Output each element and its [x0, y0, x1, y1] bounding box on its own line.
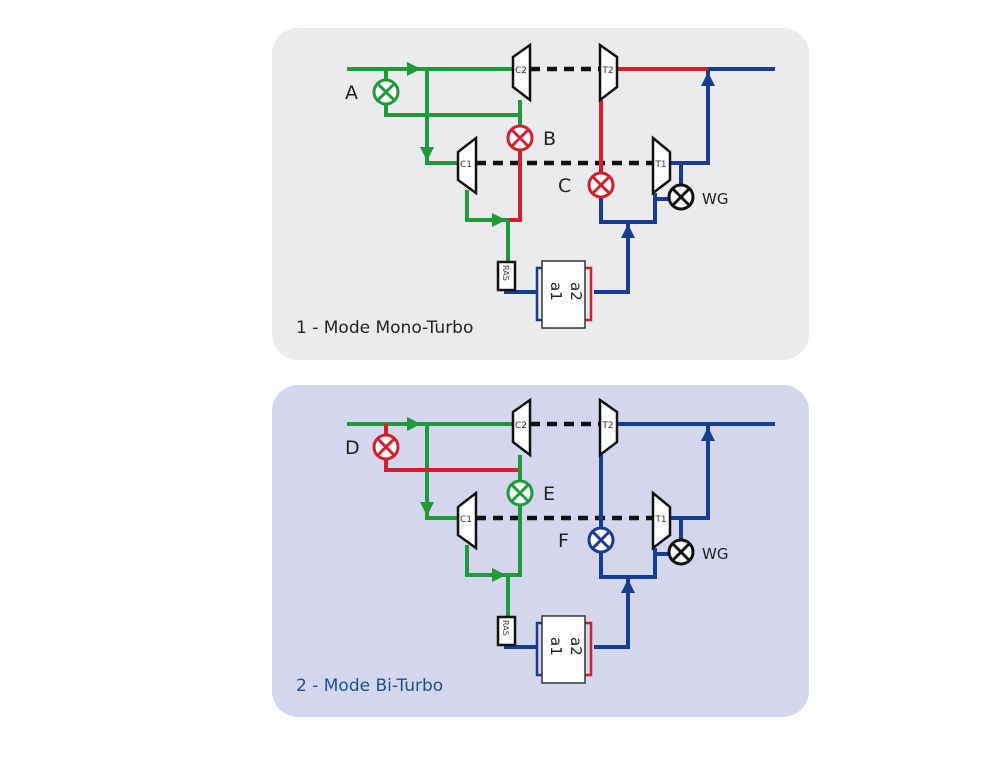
- valve-e-label: E: [543, 483, 555, 505]
- valve-d-cross: [376, 437, 396, 457]
- turbine-t2: [598, 42, 619, 103]
- compressor-c1-label: C1: [460, 160, 472, 170]
- flow-arrow-icon: [701, 72, 715, 86]
- panel-title-bi-turbo: 2 - Mode Bi-Turbo: [296, 676, 444, 696]
- turbine-t2: [598, 397, 619, 458]
- heat-exchanger: [541, 615, 586, 684]
- exchanger-outlet-line: [594, 579, 630, 649]
- valve-wastegate-cross: [671, 542, 691, 562]
- compressor-c2: [511, 397, 532, 458]
- turbine-t2-label: T2: [601, 421, 613, 431]
- ras-box: [496, 615, 517, 647]
- valve-c-label: C: [558, 175, 571, 197]
- compressor-c2-label: C2: [515, 421, 527, 431]
- turbine-t2-label: T2: [601, 66, 613, 76]
- turbine-feed-line: [599, 193, 657, 224]
- bypass-line: [384, 104, 520, 117]
- exchanger-label-a2: a2: [567, 282, 585, 301]
- valve-a-cross: [376, 82, 396, 102]
- mid-valve-outlet-line: [508, 150, 522, 222]
- flow-arrow-icon: [492, 213, 506, 227]
- valve-wastegate-label: WG: [702, 545, 728, 563]
- panel-title-mono-turbo: 1 - Mode Mono-Turbo: [296, 318, 474, 338]
- valve-f-label: F: [558, 530, 569, 552]
- exchanger-red-bracket: [585, 266, 593, 322]
- panel-bi-turbo: [272, 385, 809, 717]
- flow-arrow-icon: [492, 568, 506, 582]
- exchanger-outlet-line: [594, 224, 630, 294]
- exchanger-red-bracket: [585, 621, 593, 677]
- flow-arrow-icon: [407, 62, 421, 76]
- turbine-t1: [651, 135, 672, 196]
- c1-outlet-line: [465, 190, 508, 222]
- flow-arrow-icon: [621, 579, 635, 593]
- turbine-t1: [651, 490, 672, 551]
- valve-wastegate-label: WG: [702, 190, 728, 208]
- flow-arrow-icon: [420, 502, 434, 516]
- valve-f-cross: [591, 530, 611, 550]
- ras-label: RAS: [501, 620, 510, 636]
- bypass-line: [384, 459, 520, 472]
- compressor-c1-label: C1: [460, 515, 472, 525]
- flow-arrow-icon: [701, 427, 715, 441]
- exchanger-label-a1: a1: [547, 637, 565, 656]
- compressor-c1: [456, 490, 478, 551]
- mid-valve-outlet-line: [508, 505, 522, 577]
- valve-c-cross: [591, 175, 611, 195]
- compressor-c2: [511, 42, 532, 103]
- compressor-c1: [456, 135, 478, 196]
- c1-outlet-line: [465, 545, 508, 577]
- exchanger-blue-bracket: [535, 266, 542, 322]
- valve-e-cross: [510, 483, 530, 503]
- compressor-c2-label: C2: [515, 66, 527, 76]
- valve-d-label: D: [345, 437, 360, 459]
- valve-b-label: B: [543, 128, 556, 150]
- ras-label: RAS: [501, 265, 510, 281]
- exchanger-blue-bracket: [535, 621, 542, 677]
- panel-mono-turbo: [272, 28, 809, 360]
- ras-box: [496, 260, 517, 292]
- flow-arrow-icon: [420, 147, 434, 161]
- flow-arrow-icon: [621, 224, 635, 238]
- valve-b-cross: [510, 128, 530, 148]
- exchanger-label-a2: a2: [567, 637, 585, 656]
- c1-intake-branch: [425, 69, 458, 165]
- valve-a-label: A: [345, 82, 358, 104]
- exchanger-label-a1: a1: [547, 282, 565, 301]
- turbine-t1-label: T1: [654, 515, 666, 525]
- turbine-t1-label: T1: [654, 160, 666, 170]
- valve-wastegate-cross: [671, 187, 691, 207]
- c1-intake-branch: [425, 424, 458, 520]
- heat-exchanger: [541, 260, 586, 329]
- turbine-feed-line: [599, 548, 657, 579]
- flow-arrow-icon: [407, 417, 421, 431]
